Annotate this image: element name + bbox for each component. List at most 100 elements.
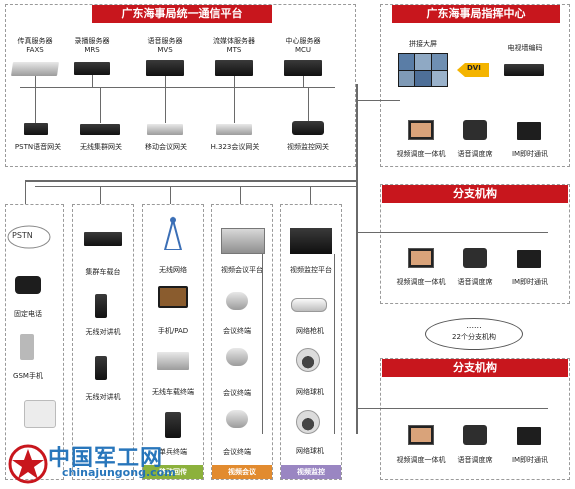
gw-drop-3 (165, 87, 166, 123)
server-mrs-name: 录播服务器 (74, 37, 110, 45)
cloud-icon (7, 225, 51, 249)
dome-camera-1-device (296, 348, 320, 372)
server-faxs-name: 传真服务器 (17, 37, 53, 45)
left-panel-title: 广东海事局统一通信平台 (92, 5, 272, 23)
fixed-phone-label: 固定电话 (14, 310, 42, 318)
b1-im-label: IM即时通讯 (511, 278, 549, 286)
tab-video-monitoring: 视频监控 (281, 465, 341, 479)
b1-video-terminal-device (408, 248, 434, 268)
b2-im-device (517, 427, 541, 445)
gw-drop-1 (35, 87, 36, 123)
b1-im-device (517, 250, 541, 268)
command-center-title: 广东海事局指挥中心 (392, 5, 560, 23)
server-drop-1 (35, 76, 36, 87)
walkie-talkie-2-device (95, 356, 107, 380)
big-screen-device (398, 53, 448, 87)
wireless-tower (163, 216, 183, 251)
vehicle-radio-device (84, 232, 122, 246)
group-video-conf (211, 204, 273, 480)
pstn-cloud-label: PSTN (12, 231, 33, 240)
dome-camera-2-device (296, 410, 320, 434)
backbone-vertical (356, 84, 358, 434)
branch-count-ellipse (425, 318, 523, 350)
conf-terminal-1-label: 会议终端 (223, 327, 251, 335)
tv-wall-label: 电视墙编码 (507, 44, 543, 52)
dome-camera-2-label: 网络球机 (296, 447, 324, 455)
gateway-pstn-device (24, 123, 48, 135)
server-mvs-device (146, 60, 184, 76)
dvi-arrow-icon (457, 63, 489, 77)
server-mvs-name: 语音服务器 (147, 37, 183, 45)
backbone-to-b2 (356, 408, 400, 409)
server-drop-4 (234, 76, 235, 87)
bullet-camera-device (291, 298, 327, 312)
dome-camera-1-label: 网络球机 (296, 388, 324, 396)
backbone-to-b1 (356, 232, 400, 233)
server-drop-2 (92, 75, 93, 87)
star-logo-icon (8, 444, 48, 484)
bottom-bus-line-2 (35, 186, 358, 187)
gateway-cluster-label: 无线集群网关 (80, 143, 122, 151)
left-platform-panel (5, 4, 356, 167)
bottom-bus-line (25, 180, 358, 182)
branch-count-text: 22个分支机构 (452, 333, 496, 341)
cc-voice-seat-label: 语音调度席 (457, 150, 493, 158)
uplink-cluster (100, 186, 101, 204)
cc-voice-seat-device (463, 120, 487, 140)
soldier-terminal-device (165, 412, 181, 438)
video-conf-bus (262, 254, 263, 434)
gsm-phone-label: GSM手机 (13, 372, 43, 380)
server-bus-line (20, 87, 335, 88)
gw-drop-2 (100, 87, 101, 123)
gateway-mobile-conf-device (147, 124, 183, 135)
server-drop-3 (165, 76, 166, 87)
branch1-panel (380, 184, 570, 304)
b1-voice-seat-device (463, 248, 487, 268)
gateway-cluster-device (80, 124, 120, 135)
antenna-tower-icon (163, 216, 183, 251)
server-faxs-code: FAXS (26, 46, 44, 54)
fixed-phone-device (15, 276, 41, 294)
group-wireless (142, 204, 204, 480)
group-cluster (72, 204, 134, 480)
video-mon-platform-device (290, 228, 332, 254)
uplink-pstn (25, 180, 26, 204)
bullet-camera-label: 网络枪机 (296, 327, 324, 335)
server-mrs-code: MRS (84, 46, 100, 54)
branch2-panel (380, 358, 570, 480)
wireless-network-label: 无线网络 (159, 266, 187, 274)
vehicle-radio-label: 集群车载台 (85, 268, 121, 276)
uplink-wireless (170, 186, 171, 204)
big-screen-label: 拼接大屏 (409, 40, 437, 48)
b1-voice-seat-label: 语音调度席 (457, 278, 493, 286)
b2-video-terminal-device (408, 425, 434, 445)
cc-im-device (517, 122, 541, 140)
dvi-label: DVI (467, 64, 481, 72)
server-mts-device (215, 60, 253, 76)
server-drop-5 (303, 76, 304, 87)
b1-bus-line (398, 232, 548, 233)
gateway-video-mon-device (292, 121, 324, 135)
pad-device (158, 286, 188, 308)
branch1-title: 分支机构 (382, 185, 568, 203)
conf-terminal-2-device (226, 348, 248, 366)
gateway-h323-label: H.323会议网关 (210, 143, 260, 151)
pad-label: 手机/PAD (157, 327, 189, 335)
gsm-phone-device (20, 334, 34, 360)
cc-video-terminal-device (408, 120, 434, 140)
pstn-cloud: PSTN (6, 222, 52, 250)
gateway-pstn-label: PSTN语音网关 (14, 143, 62, 151)
vehicle-terminal-device (157, 352, 189, 370)
walkie-talkie-2-label: 无线对讲机 (85, 393, 121, 401)
backbone-to-cc (356, 100, 400, 101)
video-conf-platform-label: 视频会议平台 (221, 266, 263, 274)
conf-terminal-2-label: 会议终端 (223, 389, 251, 397)
server-faxs-device (11, 62, 59, 76)
video-mon-bus (334, 254, 335, 434)
server-mrs-device (74, 62, 110, 75)
vehicle-terminal-label: 无线车载终端 (152, 388, 194, 396)
watermark-logo (8, 444, 48, 484)
b2-bus-line (398, 408, 548, 409)
uplink-video-conf (240, 186, 241, 204)
uplink-video-mon (310, 186, 311, 204)
